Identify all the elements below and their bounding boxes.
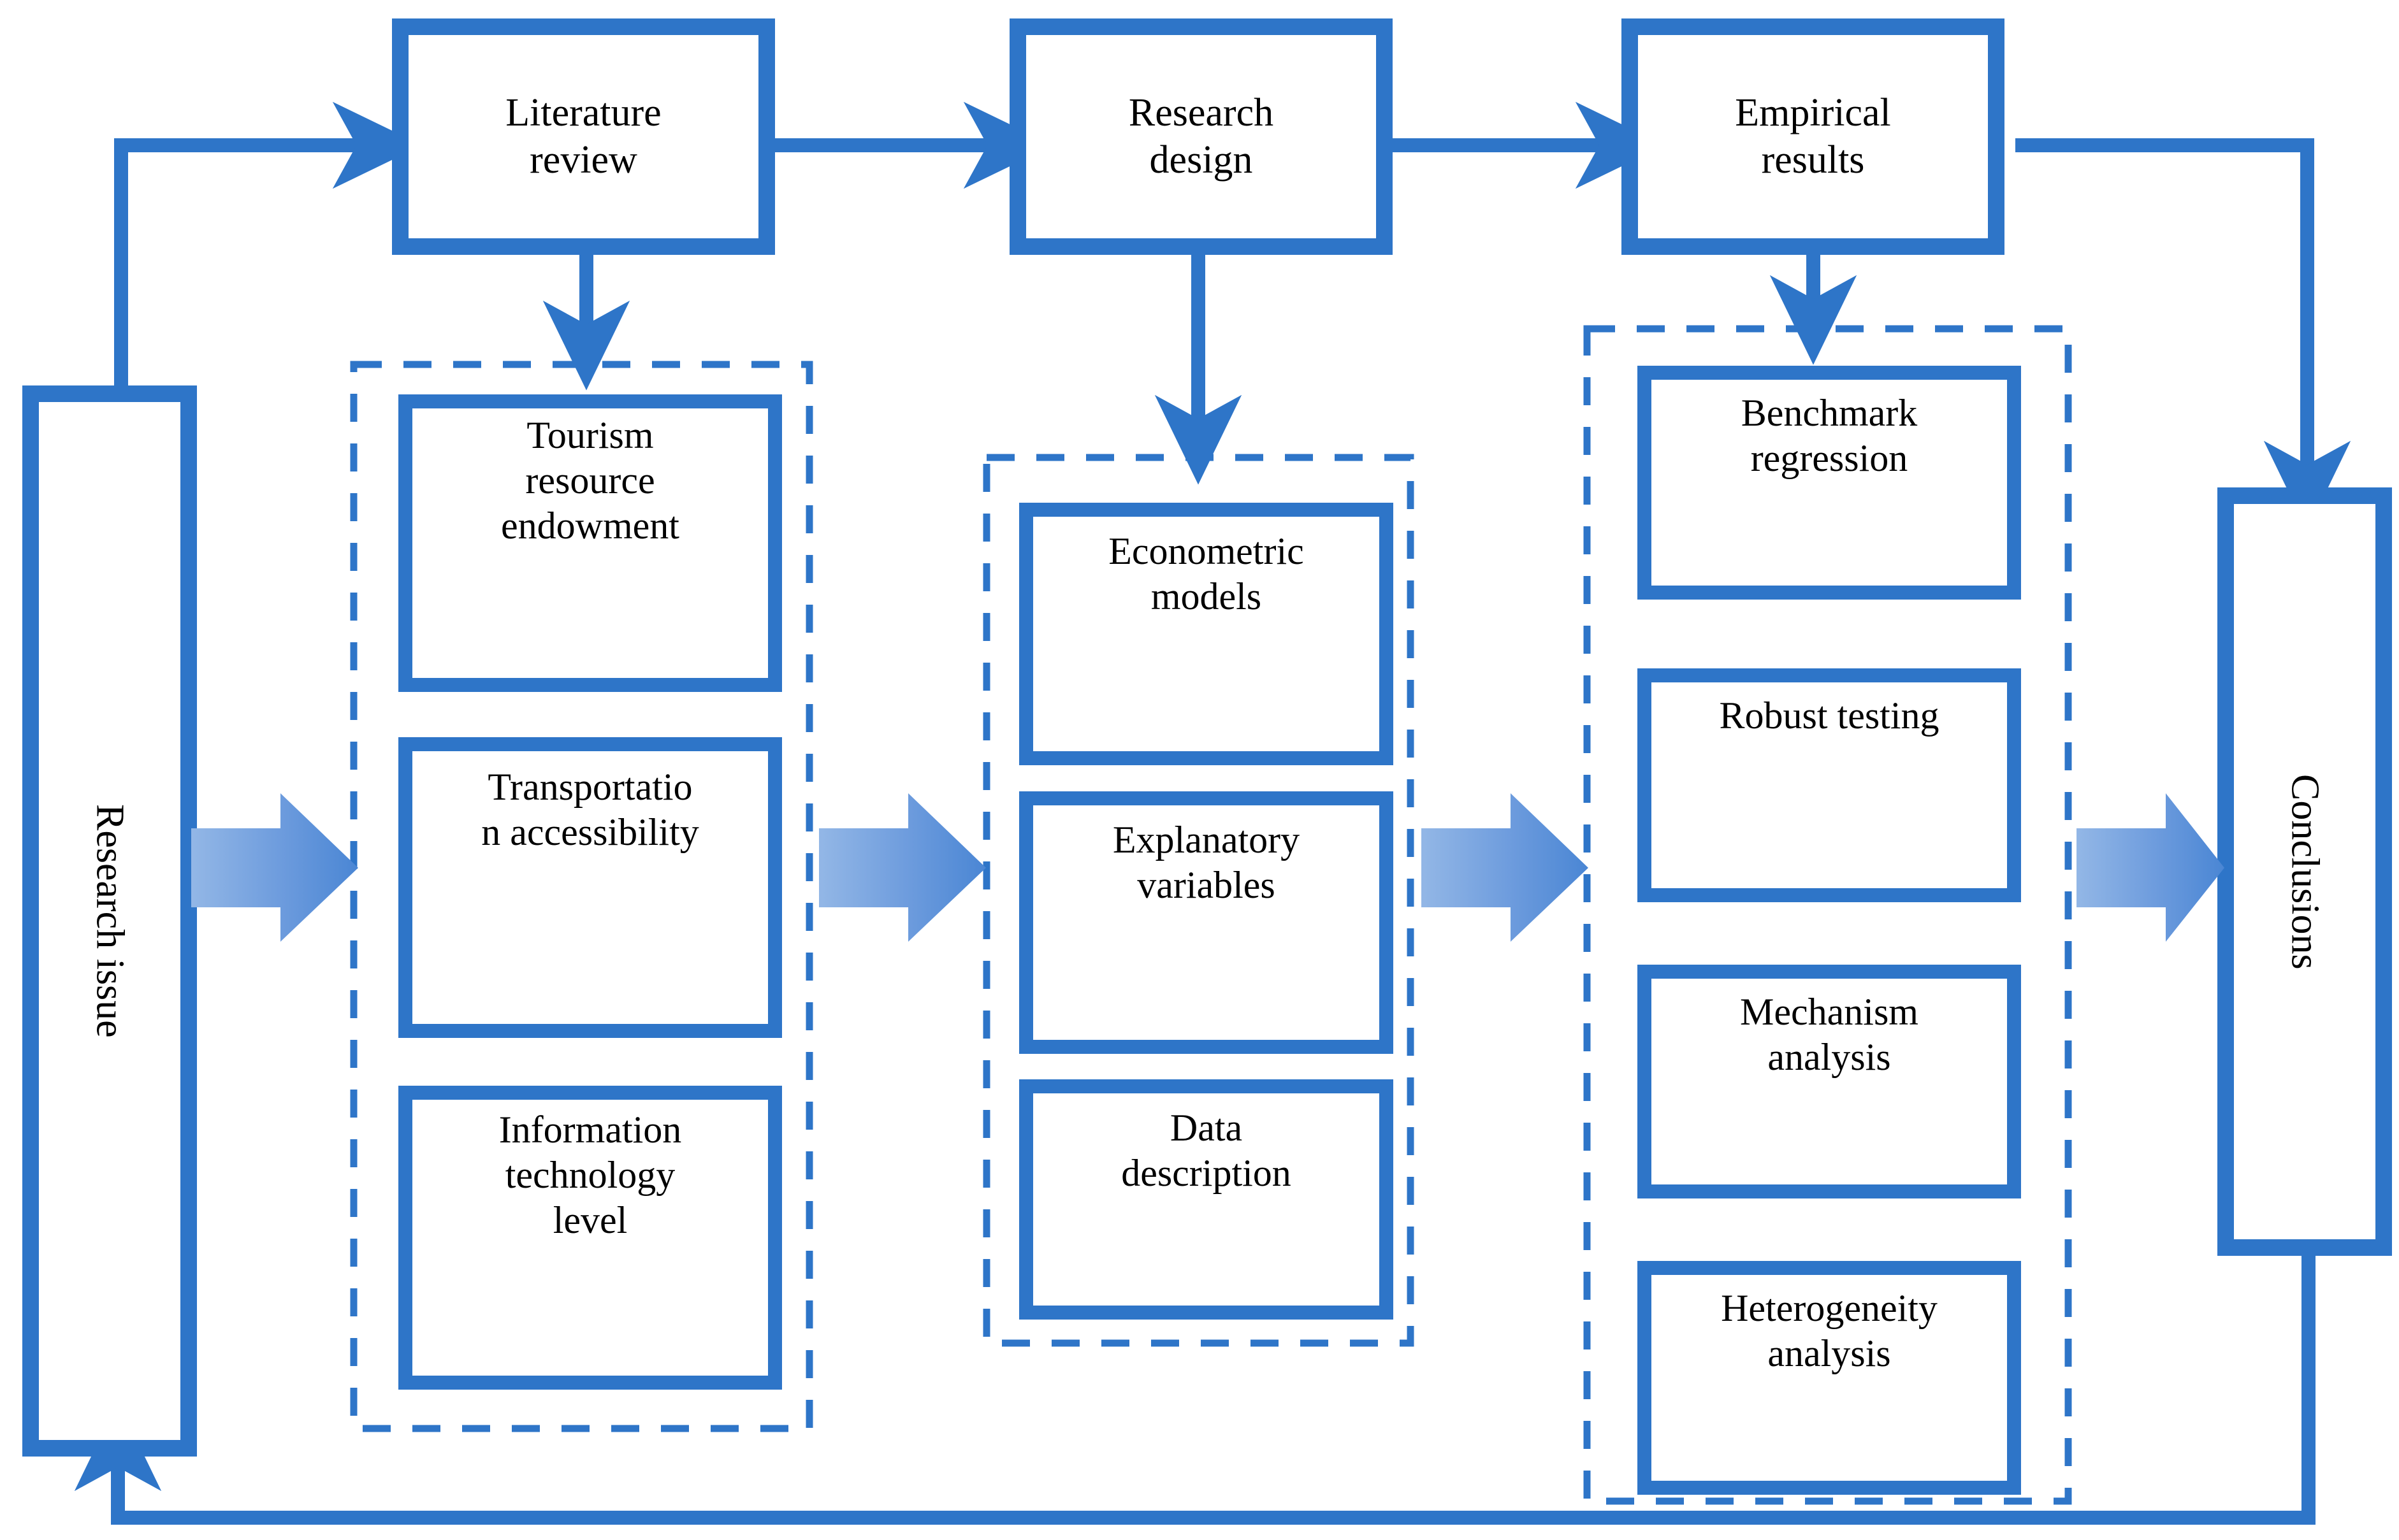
group-border-analysis — [1583, 325, 2072, 1505]
node-research-issue[interactable] — [22, 385, 197, 1457]
node-heterogeneity-analysis[interactable] — [1637, 1261, 2021, 1495]
group-border-determinants — [350, 361, 813, 1432]
node-research-design[interactable] — [1010, 18, 1393, 255]
block-arrow-methodology-to-analysis — [1421, 793, 1588, 942]
connector-empirical-results-to-conclusions — [2015, 138, 2351, 531]
node-econometric-models[interactable] — [1019, 503, 1393, 765]
group-border-methodology — [983, 454, 1414, 1347]
connector-research-issue-to-literature-review — [114, 101, 423, 395]
stage-boxes — [22, 385, 2392, 1457]
methodology-boxes — [1019, 503, 1393, 1320]
node-robust-testing[interactable] — [1637, 668, 2021, 902]
connector-lines — [74, 101, 2351, 1525]
block-arrows — [191, 793, 2224, 942]
node-conclusions[interactable] — [2217, 487, 2392, 1256]
block-arrow-issue-to-determinants — [191, 793, 358, 942]
node-tourism-resource-endowment[interactable] — [398, 394, 782, 692]
node-explanatory-variables[interactable] — [1019, 791, 1393, 1054]
node-information-technology-level[interactable] — [398, 1086, 782, 1390]
node-transportation-accessibility[interactable] — [398, 737, 782, 1038]
block-arrow-determinants-to-methodology — [819, 793, 986, 942]
determinants-boxes — [398, 394, 782, 1390]
node-empirical-results[interactable] — [1621, 18, 2004, 255]
top-stage-boxes — [392, 18, 2004, 255]
analysis-boxes — [1637, 366, 2021, 1495]
connector-conclusions-feedback-to-research-issue — [74, 1248, 2316, 1525]
block-arrow-analysis-to-conclusions — [2076, 793, 2224, 942]
dashed-group-borders — [350, 325, 2072, 1505]
node-mechanism-analysis[interactable] — [1637, 965, 2021, 1198]
node-literature-review[interactable] — [392, 18, 775, 255]
node-benchmark-regression[interactable] — [1637, 366, 2021, 600]
node-data-description[interactable] — [1019, 1079, 1393, 1320]
